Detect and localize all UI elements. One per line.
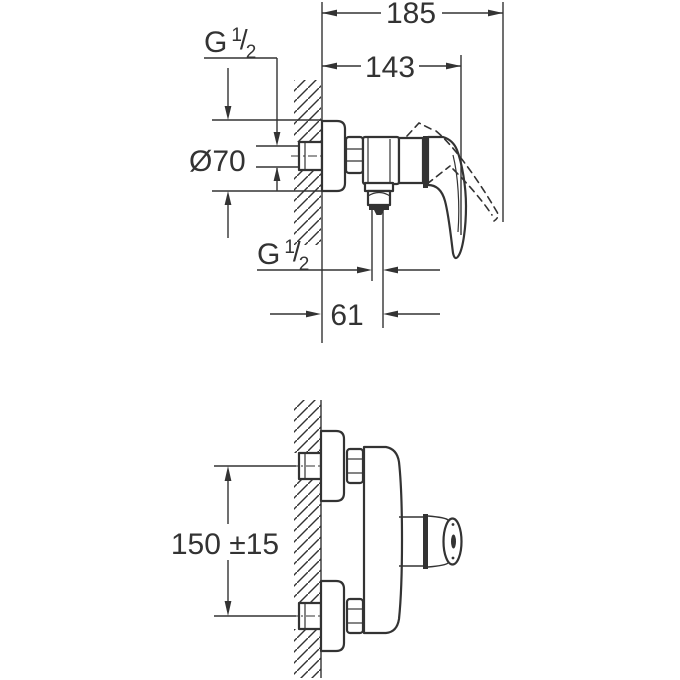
dim-outlet-offset-label: 61 xyxy=(330,299,363,332)
union-nut-bottom xyxy=(345,597,365,635)
arrowhead-down xyxy=(224,601,232,616)
dashed-lever-edge xyxy=(452,168,493,216)
hatch-area xyxy=(294,400,321,453)
dim-width-to-lever-label: 143 xyxy=(365,51,415,84)
outlet-tip xyxy=(374,210,384,215)
dimension-150: 150 ±15 xyxy=(171,465,296,617)
lever-highlight-line xyxy=(452,154,460,233)
thread-letter: G xyxy=(204,26,227,59)
lever-handle-alternate-position xyxy=(406,122,499,222)
shower-outlet xyxy=(363,181,395,328)
dimension-185: 185 xyxy=(322,0,504,222)
arrowhead-left xyxy=(383,266,398,274)
lever-handle-end-view xyxy=(399,514,463,569)
arrowhead-left xyxy=(383,310,398,318)
union-nut-top xyxy=(345,447,365,485)
dashed-lever-edge xyxy=(435,130,499,222)
arrowhead-right xyxy=(446,62,461,70)
escutcheon-flange xyxy=(320,119,347,193)
lever-handle xyxy=(426,135,468,260)
arrowhead-up xyxy=(224,191,232,205)
thread-denominator: 2 xyxy=(246,42,257,63)
escutcheon-flange-bottom xyxy=(319,579,346,653)
dimension-61: 61 xyxy=(270,299,440,332)
thread-denominator: 2 xyxy=(299,254,310,275)
plan-view-drawing: 150 ±15 xyxy=(171,400,463,678)
handle-collar xyxy=(423,136,428,188)
thread-slash: / xyxy=(240,24,248,55)
thread-slash: / xyxy=(293,236,301,267)
handle-end-dot xyxy=(451,556,455,560)
dashed-lever-edge xyxy=(406,122,432,137)
wall-hatching-bottom xyxy=(294,400,321,678)
arrowhead-left xyxy=(322,62,337,70)
arrowhead-down xyxy=(273,132,281,146)
union-nut-body xyxy=(345,447,365,485)
outlet-dome-line xyxy=(367,191,391,197)
arrowhead-right xyxy=(306,310,321,318)
outlet-shoulder xyxy=(363,181,395,193)
dim-connection-centers-label: 150 ±15 xyxy=(171,528,279,561)
arrowhead-left xyxy=(322,9,337,17)
arrowhead-down xyxy=(224,106,232,120)
escutcheon-flange-top xyxy=(319,429,346,503)
arrowhead-up xyxy=(224,466,232,481)
hatch-area xyxy=(294,80,321,142)
outlet-thread-band xyxy=(369,205,389,210)
valve-body xyxy=(361,135,428,188)
handle-end-dot xyxy=(451,523,455,526)
union-nut xyxy=(344,135,365,175)
arrowhead-up xyxy=(273,167,281,181)
handle-knob-edge xyxy=(427,562,449,568)
dim-width-total-label: 185 xyxy=(386,0,436,30)
dimension-143: 143 xyxy=(322,51,462,235)
cartridge-cap xyxy=(397,136,425,185)
thread-letter: G xyxy=(257,238,280,271)
dashed-lever-edge xyxy=(426,165,451,185)
lever-blade xyxy=(426,135,468,260)
hatch-area xyxy=(294,170,321,245)
hatch-area xyxy=(294,629,321,678)
dimension-flange-diameter: Ø70 xyxy=(189,68,246,238)
handle-knob-edge xyxy=(427,515,449,521)
mixer-body xyxy=(362,445,404,635)
handle-end-slot xyxy=(451,534,456,549)
handle-collar xyxy=(423,514,428,569)
hatch-area xyxy=(294,479,321,603)
union-nut-body xyxy=(344,135,365,175)
thread-numerator: 1 xyxy=(231,25,242,46)
dim-flange-diameter-label: Ø70 xyxy=(189,145,246,178)
wall-hatching-top xyxy=(294,80,321,245)
arrowhead-right xyxy=(357,266,372,274)
arrowhead-right xyxy=(488,9,503,17)
thread-numerator: 1 xyxy=(284,237,295,258)
union-nut-body xyxy=(345,597,365,635)
